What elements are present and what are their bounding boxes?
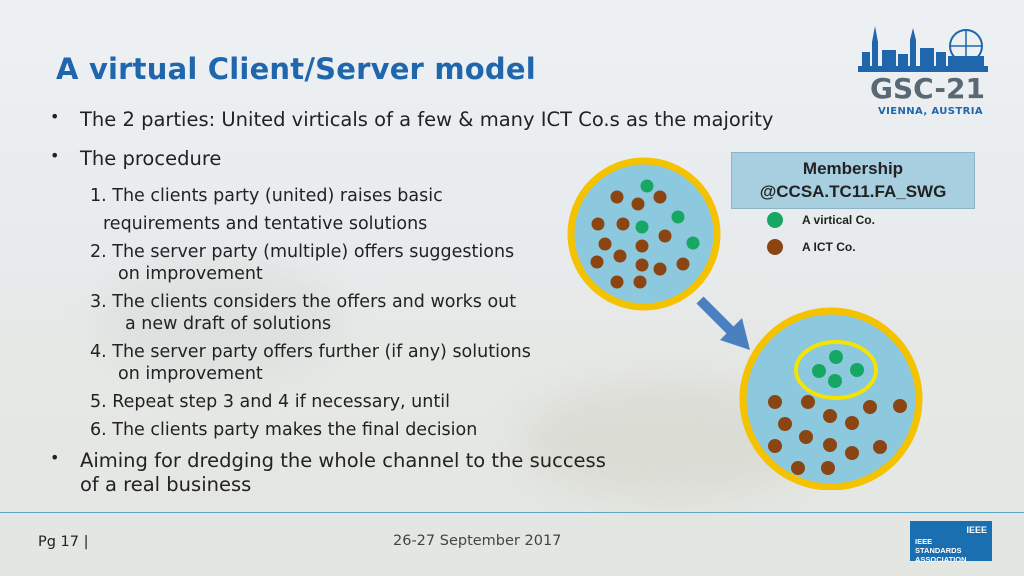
bullet-icon: • (50, 448, 60, 467)
logo-name: GSC-21 (870, 72, 985, 105)
ieee-text: IEEE STANDARDS ASSOCIATION (915, 537, 967, 564)
step-line: on improvement (118, 264, 263, 284)
step-line: 2. The server party (multiple) offers su… (90, 242, 515, 262)
page-number: Pg 17 | (38, 534, 89, 550)
bullet-text: The 2 parties: United virticals of a few… (80, 108, 774, 131)
footer-divider (0, 512, 1024, 513)
ieee-sa-logo: IEEE IEEE STANDARDS ASSOCIATION (910, 521, 992, 564)
step-line: 1. The clients party (united) raises bas… (90, 186, 443, 206)
bullet-text: of a real business (80, 473, 252, 496)
vertical-cluster-ring (794, 340, 878, 400)
initial-brown-dots (590, 190, 690, 289)
bullet-text: Aiming for dredging the whole channel to… (80, 449, 606, 472)
step-line: a new draft of solutions (125, 314, 332, 334)
slide-title: A virtual Client/Server model (56, 52, 536, 86)
client-server-diagram (567, 157, 923, 490)
green-dot-icon (767, 212, 783, 228)
final-green-dots (812, 350, 864, 388)
step-line: 6. The clients party makes the final dec… (90, 420, 478, 440)
legend-title: Membership (802, 159, 904, 178)
step-line: 4. The server party offers further (if a… (90, 342, 531, 362)
footer-date: 26-27 September 2017 (393, 533, 562, 549)
background-texture (100, 260, 340, 380)
logo-location: VIENNA, AUSTRIA (878, 106, 983, 117)
transition-arrow-icon (696, 296, 750, 350)
bullet-icon: • (50, 146, 60, 165)
step-line: on improvement (118, 364, 263, 384)
bullet-text: The procedure (80, 147, 222, 170)
ieee-brand: IEEE (966, 525, 987, 535)
legend-label-vertical: A virtical Co. (802, 213, 875, 227)
final-brown-dots (768, 395, 907, 475)
legend-subtitle: @CCSA.TC11.FA_SWG (759, 182, 947, 201)
initial-membership-circle (567, 157, 721, 311)
brown-dot-icon (767, 239, 783, 255)
membership-legend: Membership @CCSA.TC11.FA_SWG (731, 152, 975, 209)
initial-green-dots (635, 179, 700, 250)
gsc21-logo: GSC-21 VIENNA, AUSTRIA (848, 22, 998, 122)
step-line: 5. Repeat step 3 and 4 if necessary, unt… (90, 392, 450, 412)
legend-label-ict: A ICT Co. (802, 240, 856, 254)
step-line: requirements and tentative solutions (103, 214, 428, 234)
step-line: 3. The clients considers the offers and … (90, 292, 517, 312)
vienna-skyline-icon (858, 26, 988, 72)
bullet-icon: • (50, 107, 60, 126)
